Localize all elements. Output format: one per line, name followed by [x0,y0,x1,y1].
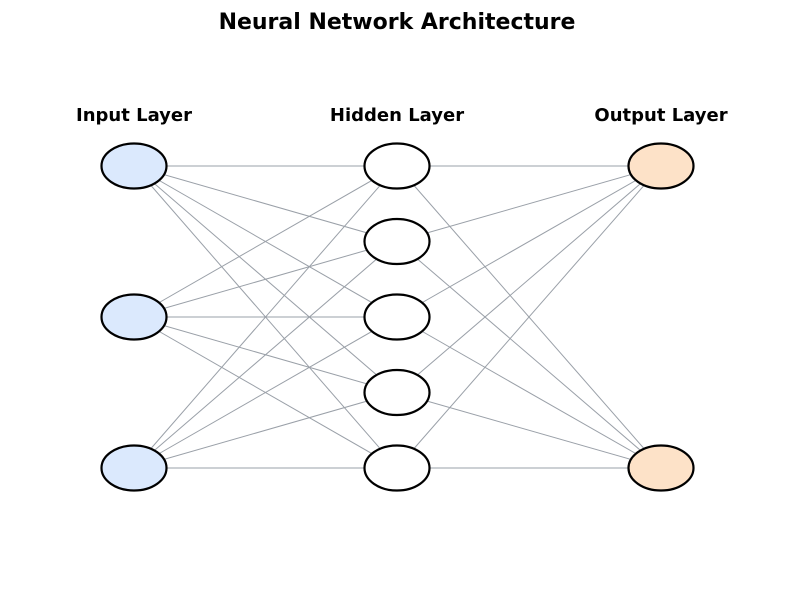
connection-input-2-hidden-2 [133,241,398,318]
hidden-node-1 [363,142,431,190]
connection-input-3-hidden-4 [133,392,398,469]
connection-hidden-2-output-2 [396,241,662,469]
connection-hidden-2-output-1 [396,165,662,242]
neurons [100,142,695,492]
input-node-3 [100,444,168,492]
connections [133,165,662,469]
hidden-node-4 [363,368,431,417]
connection-input-3-hidden-3 [133,316,398,469]
connection-input-1-hidden-2 [133,165,398,242]
layer-label-input: Input Layer [76,105,192,126]
hidden-node-2 [363,217,431,266]
connection-hidden-3-output-2 [396,316,662,469]
connection-hidden-4-output-2 [396,392,662,469]
input-node-1 [100,142,168,190]
connection-input-2-hidden-1 [133,165,398,318]
connection-hidden-5-output-1 [396,165,662,469]
connection-hidden-3-output-1 [396,165,662,318]
hidden-node-3 [363,293,431,341]
output-node-2 [627,444,695,492]
connection-input-3-hidden-2 [133,241,398,469]
connection-input-3-hidden-1 [133,165,398,469]
input-node-2 [100,293,168,341]
connection-hidden-4-output-1 [396,165,662,393]
diagram-title: Neural Network Architecture [219,10,576,35]
hidden-node-5 [363,444,431,492]
output-node-1 [627,142,695,190]
layer-label-output: Output Layer [594,105,727,126]
layer-label-hidden: Hidden Layer [330,105,464,126]
